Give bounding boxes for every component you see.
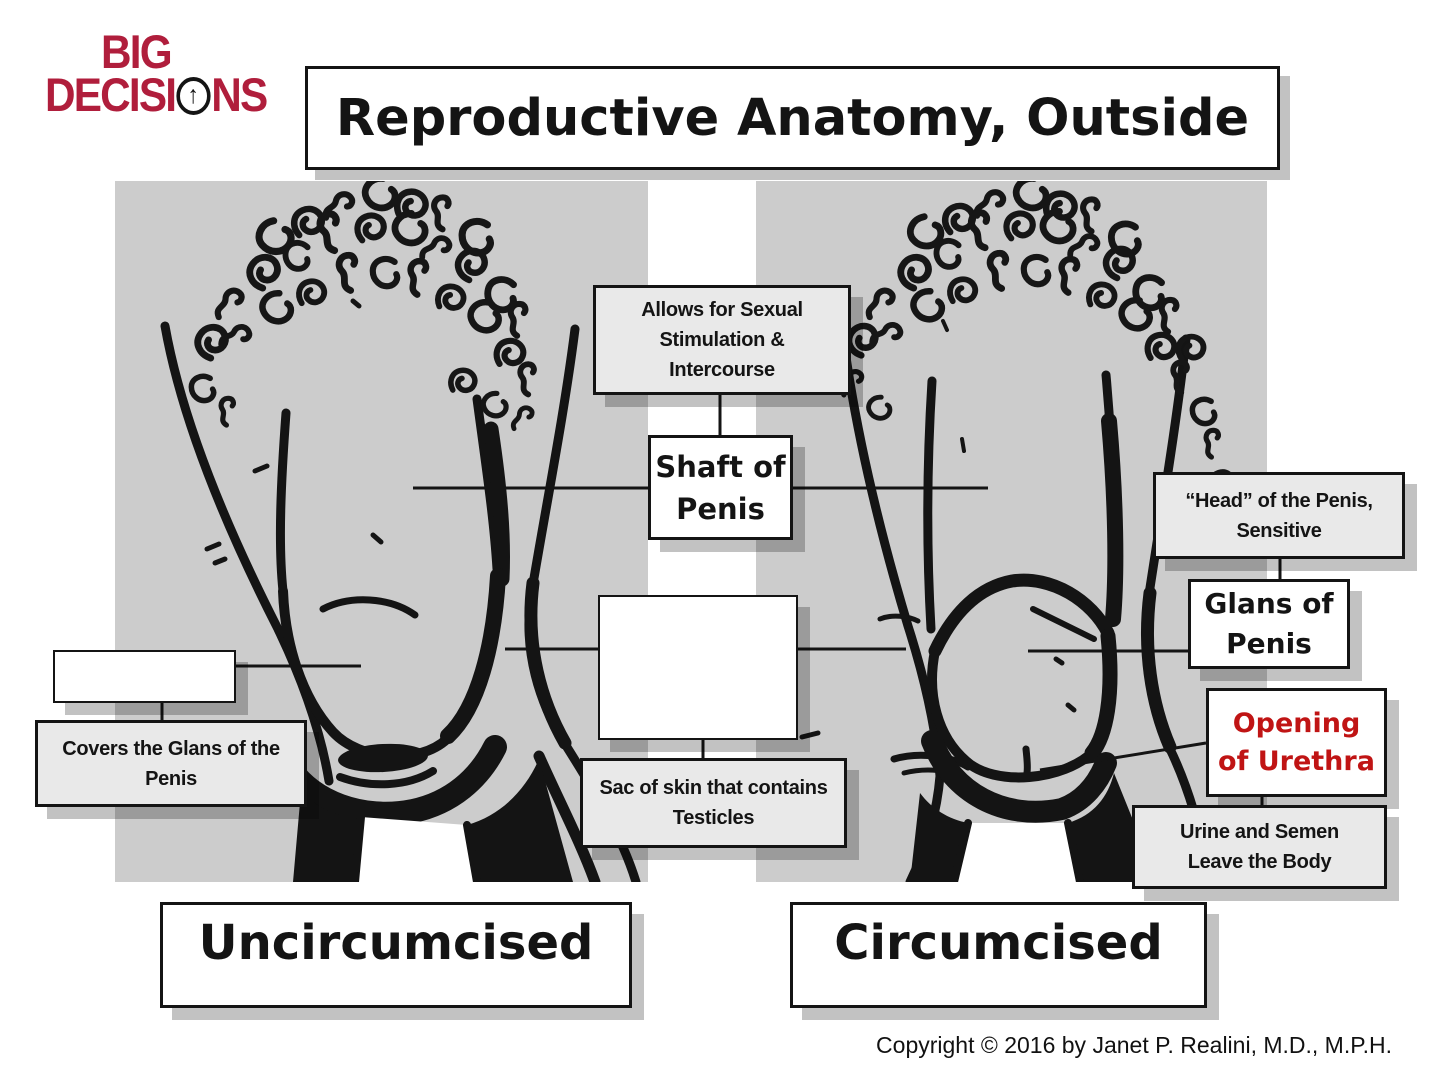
label-foreskin-function: Covers the Glans of the Penis <box>35 720 307 807</box>
copyright-notice: Copyright © 2016 by Janet P. Realini, M.… <box>876 1032 1392 1058</box>
label-opening-of-urethra: Opening of Urethra <box>1206 688 1387 797</box>
circumcised-outline <box>799 319 1215 882</box>
blank-answer-box-foreskin <box>53 650 236 703</box>
label-scrotum-function: Sac of skin that contains Testicles <box>580 758 847 848</box>
blank-answer-box-scrotum <box>598 595 798 740</box>
foreskin-tip <box>338 743 428 773</box>
uncircumcised-figure-svg <box>160 181 641 882</box>
caption-uncircumcised: Uncircumcised <box>160 902 632 1008</box>
label-glans-description: “Head” of the Penis, Sensitive <box>1153 472 1405 559</box>
label-shaft-of-penis: Shaft of Penis <box>648 435 793 540</box>
label-shaft-function: Allows for Sexual Stimulation & Intercou… <box>593 285 851 395</box>
caption-circumcised: Circumcised <box>790 902 1207 1008</box>
up-arrow-icon: ↑ <box>176 76 211 115</box>
label-glans-of-penis: Glans of Penis <box>1188 579 1350 669</box>
slide-title-text: Reproductive Anatomy, Outside <box>335 88 1250 148</box>
label-urethra-function: Urine and Semen Leave the Body <box>1132 805 1387 889</box>
logo-line2-pre: DECISI <box>45 68 177 121</box>
pubic-hair-left <box>189 181 543 432</box>
slide-title: Reproductive Anatomy, Outside <box>305 66 1280 170</box>
logo-line2-post: NS <box>211 68 268 121</box>
logo-line1: BIG <box>101 25 173 78</box>
brand-logo: BIG DECISI ↑ NS <box>45 24 305 126</box>
logo-line2: DECISI ↑ NS <box>45 67 268 122</box>
